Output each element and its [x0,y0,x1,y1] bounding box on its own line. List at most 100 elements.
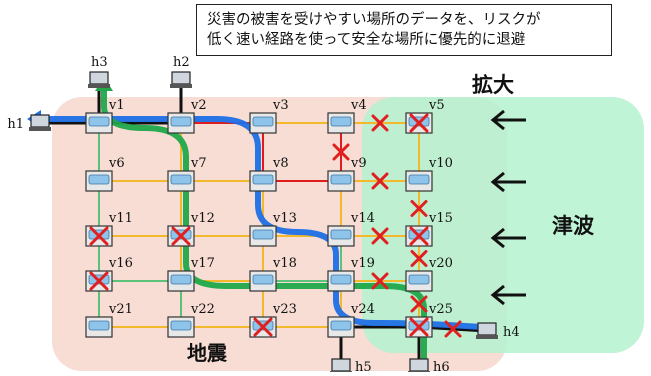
failure-marks-layer [89,113,462,338]
tsunami-label: 津波 [552,214,595,238]
switch-icon-panel [252,229,274,240]
switch-icon-panel [252,174,274,185]
host-label-h5: h5 [355,360,372,372]
host-label-h4: h4 [503,325,520,340]
switch-icon-panel [330,174,352,185]
switch-icon-panel [408,274,430,285]
node-label-v8: v8 [272,156,289,171]
node-label-v20: v20 [428,256,453,271]
switch-icon-panel [330,320,352,331]
node-label-v21: v21 [108,302,133,317]
failure-mark-v15 [409,226,429,246]
node-label-v11: v11 [108,211,133,226]
callout-line-2: 低く速い経路を使って安全な場所に優先的に退避 [207,32,526,48]
node-label-v3: v3 [272,98,289,113]
node-label-v18: v18 [272,256,297,271]
failure-mark-link-v19-v20 [371,272,389,290]
computer-icon [409,358,429,372]
failure-mark-v16 [89,271,109,291]
switch-node-v21: v21 [85,302,133,338]
host-label-h6: h6 [433,360,450,372]
labels-layer: 拡大 津波 地震 [187,73,595,365]
switch-node-v6: v6 [85,156,125,192]
computer-icon [89,71,109,85]
node-label-v10: v10 [428,156,453,171]
node-label-v16: v16 [108,256,133,271]
switch-icon-panel [330,116,352,127]
tsunami-arrow-icon [490,109,526,131]
failure-mark-link-v4-v5 [371,114,389,132]
callout-line-1: 災害の被害を受けやすい場所のデータを、リスクが [207,12,541,28]
switch-icon-panel [88,174,110,185]
failure-mark-link-v14-v15 [371,227,389,245]
node-label-v12: v12 [190,211,215,226]
switch-node-v20: v20 [405,256,453,292]
computer-icon [30,114,50,128]
switch-node-v10: v10 [405,156,453,192]
switch-icon-panel [252,116,274,127]
node-label-v15: v15 [428,211,453,226]
computer-icon [331,358,351,372]
switch-node-v18: v18 [249,256,297,292]
node-label-v17: v17 [190,256,215,271]
host-h4: h4 [476,322,520,340]
switch-icon-panel [170,116,192,127]
failure-mark-link-v25-h4 [444,320,462,338]
expand-label: 拡大 [472,73,514,97]
node-label-v7: v7 [190,156,207,171]
host-h3: h3 [88,55,110,88]
failure-mark-link-v4-v9 [332,143,350,161]
node-label-v23: v23 [272,302,297,317]
host-label-h3: h3 [91,55,108,70]
switch-node-v9: v9 [327,156,367,192]
tsunami-zone [362,97,644,353]
node-label-v9: v9 [350,156,367,171]
node-label-v25: v25 [428,302,453,317]
switch-node-v19: v19 [327,256,375,292]
computer-icon [477,322,497,336]
switch-node-v4: v4 [327,98,367,134]
switch-node-v1: v1 [85,98,125,134]
switch-icon-panel [170,174,192,185]
computer-icon-base [29,127,51,131]
computer-icon-base [476,335,498,339]
switch-node-v3: v3 [249,98,289,134]
node-label-v19: v19 [350,256,375,271]
node-label-v13: v13 [272,211,297,226]
earthquake-label: 地震 [187,341,228,365]
node-label-v5: v5 [428,98,445,113]
failure-mark-link-v10-v15 [410,200,428,217]
node-label-v6: v6 [108,156,125,171]
failure-mark-link-v20-v25 [410,295,428,313]
node-label-v2: v2 [190,98,207,113]
tsunami-arrows [490,109,526,306]
node-label-v24: v24 [350,302,375,317]
description-callout: 災害の被害を受けやすい場所のデータを、リスクが 低く速い経路を使って安全な場所に… [196,4,612,56]
switch-icon-panel [88,320,110,331]
switch-node-v22: v22 [167,302,215,338]
node-label-v14: v14 [350,211,375,226]
failure-mark-v25 [409,317,429,337]
host-h1: h1 [7,114,51,132]
host-label-h1: h1 [7,117,24,132]
tsunami-arrow-icon [490,284,526,306]
node-label-v1: v1 [108,98,125,113]
switch-icon-panel [330,229,352,240]
computer-icon-base [88,84,110,88]
failure-mark-v23 [253,317,273,337]
switch-icon-panel [330,274,352,285]
switch-node-v2: v2 [167,98,207,134]
switch-icon-panel [170,320,192,331]
failure-mark-v12 [171,226,191,246]
tsunami-arrow-icon [490,227,526,249]
switch-node-v13: v13 [249,211,297,247]
switch-icon-panel [408,174,430,185]
computer-icon [171,71,191,85]
zones-layer [52,97,644,371]
failure-mark-link-v15-v20 [410,250,428,267]
tsunami-arrow-icon [490,171,526,193]
host-label-h2: h2 [173,55,190,70]
switch-node-v17: v17 [167,256,215,292]
